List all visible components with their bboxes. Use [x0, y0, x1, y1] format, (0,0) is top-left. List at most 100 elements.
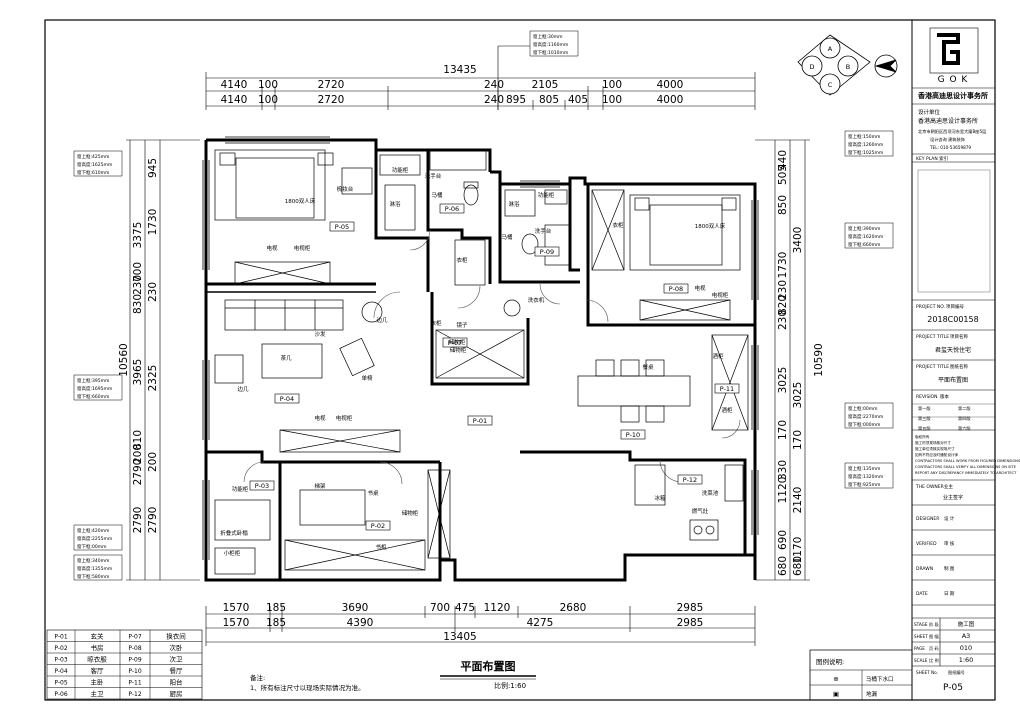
room-label-wardrobe1: 衣柜: [456, 256, 468, 264]
dim-right-18: 680: [792, 556, 804, 576]
verified-cn: 审 核: [944, 540, 955, 547]
key-name-p-10: 餐厅: [170, 666, 184, 675]
room-label-storage1: 功能柜: [392, 166, 409, 174]
walls: [204, 138, 757, 582]
dim-bot1-1: 185: [266, 602, 286, 614]
drawn-cn: 制 图: [944, 565, 955, 572]
room-label-fridge: 冰箱: [654, 494, 666, 502]
room-label-stove: 燃气灶: [692, 507, 709, 515]
dim-bot1-7: 2985: [677, 602, 704, 614]
dim-left-0: 945: [147, 158, 159, 178]
room-label-wine: 酒柜: [712, 352, 724, 360]
room-code-box-0: [329, 221, 355, 232]
window-tag-group: 窗上框:425mm窗高度:1625mm窗下框:610mm窗上框:395mm窗高度…: [73, 30, 894, 581]
window-tag-height-7: 窗高度:2270mm: [848, 413, 883, 420]
furniture: [214, 149, 749, 575]
compass-symbol: [797, 34, 898, 96]
dim-left-10: 200: [132, 444, 144, 464]
room-label-dining: 餐桌: [642, 363, 654, 371]
key-name-p-02: 书房: [91, 643, 104, 652]
room-code-p-01: P-01: [473, 417, 487, 425]
room-code-p-11: P-11: [720, 385, 734, 393]
room-code-group: P-05P-06P-09P-08P-07P-04P-01P-11P-10P-03…: [249, 203, 740, 531]
dim-right-17: 680: [777, 556, 789, 576]
room-code-p-06: P-06: [445, 205, 459, 213]
key-code-p-08: P-08: [128, 645, 141, 652]
window-tag-box-6: [844, 222, 894, 249]
sheet-value: A3: [962, 632, 971, 640]
window-tag-bottom-7: 窗下框:000mm: [848, 421, 880, 428]
key-name-p-04: 客厅: [91, 666, 105, 675]
revision-rows: 第一版第二版第三版第四版第五版第六版: [918, 405, 971, 432]
room-label-toilet2: 马桶: [501, 233, 513, 241]
project-no-label: PROJECT NO.: [916, 304, 945, 310]
key-code-p-07: P-07: [128, 634, 141, 641]
dim-right-10: 170: [777, 420, 789, 440]
room-code-box-1: [439, 203, 465, 214]
window-tag-height-6: 窗高度:1620mm: [848, 233, 883, 240]
key-name-p-12: 厨房: [170, 689, 183, 698]
key-name-p-07: 换衣间: [166, 632, 186, 641]
sheet-no-label: SHEET No.: [916, 670, 938, 675]
window-tag-top-3: 窗上框:340mm: [77, 557, 109, 564]
verified-label: VERIFIED: [916, 541, 937, 547]
dim-left-14: 2790: [132, 507, 144, 534]
dim-right-2: 850: [777, 195, 789, 215]
key-name-p-11: 阳台: [170, 678, 183, 687]
plan-title-label: PROJECT TITLE: [916, 364, 949, 370]
address-line1: 北京市朝阳区西坝河东里大厦B座5层: [918, 128, 986, 135]
window-tag-box-2: [73, 524, 123, 551]
dim-left-13: 200: [147, 452, 159, 472]
window-tag-bottom-0: 窗下框:610mm: [77, 169, 109, 176]
compass-b: B: [846, 63, 850, 71]
room-code-p-02: P-02: [371, 522, 385, 530]
project-title-label: PROJECT TITLE: [916, 334, 949, 340]
window-tag-box-0: [73, 150, 123, 177]
room-code-p-03: P-03: [255, 482, 269, 490]
room-label-tvcab2: 电视柜: [712, 291, 729, 299]
room-label-sink: 洗菜池: [702, 489, 719, 497]
dim-left-3: 230: [132, 275, 144, 295]
room-label-dresser: 梳妆台: [337, 185, 354, 193]
dim-left-4: 700: [132, 262, 144, 282]
dim-top2-2: 2720: [318, 94, 345, 106]
window-tag-box-3: [73, 554, 123, 581]
title-block: [912, 27, 995, 667]
dim-right-8: 3025: [777, 367, 789, 394]
sheet-cn: 图 幅: [929, 633, 939, 640]
dim-bot1-2: 3690: [342, 602, 369, 614]
key-code-p-06: P-06: [54, 691, 67, 698]
window-tag-bottom-1: 窗下框:660mm: [77, 393, 109, 400]
legend-symbol-drain: ▣: [833, 690, 839, 698]
key-code-p-02: P-02: [54, 645, 67, 652]
compass-d: D: [809, 63, 814, 71]
window-tag-height-1: 窗高度:1695mm: [77, 385, 112, 392]
dim-top1-4: 2105: [532, 79, 559, 91]
design-unit-label: 设计单位: [918, 108, 941, 116]
notice-line-6: REPORT ANY DISCREPANCY IMMEDIATELY TO AR…: [915, 471, 1017, 475]
stage-value: 施工图: [958, 620, 975, 628]
dim-right-9: 3025: [792, 382, 804, 409]
key-name-p-03: 晾衣服: [87, 655, 107, 664]
notice-line-5: CONTRACTORS SHALL VERIFY ALL DIMENSIONS …: [915, 465, 1017, 469]
left-dimensions: [126, 139, 200, 581]
room-label-bed2: 1800双人床: [695, 222, 726, 230]
address-line2: 设计咨询 建筑装饰: [930, 136, 965, 143]
owner-value: 业主签字: [943, 494, 963, 501]
window-tag-height-0: 窗高度:1625mm: [77, 161, 112, 168]
legend-title: 图例说明:: [816, 657, 844, 666]
room-label-tv3: 电视: [314, 414, 326, 422]
top-dimensions: [205, 45, 756, 110]
room-code-p-05: P-05: [335, 223, 349, 231]
dim-right-12: 330: [777, 460, 789, 480]
room-code-box-8: [620, 429, 646, 440]
page-value: 010: [960, 644, 972, 652]
room-label-toilet1: 马桶: [431, 191, 443, 199]
revision-cn: 版本: [940, 393, 949, 400]
room-label-bed1: 1800双人床: [285, 197, 316, 205]
stage-label: STAGE: [914, 622, 928, 627]
room-code-box-2: [534, 246, 560, 257]
owner-cn: 业主: [944, 483, 953, 490]
